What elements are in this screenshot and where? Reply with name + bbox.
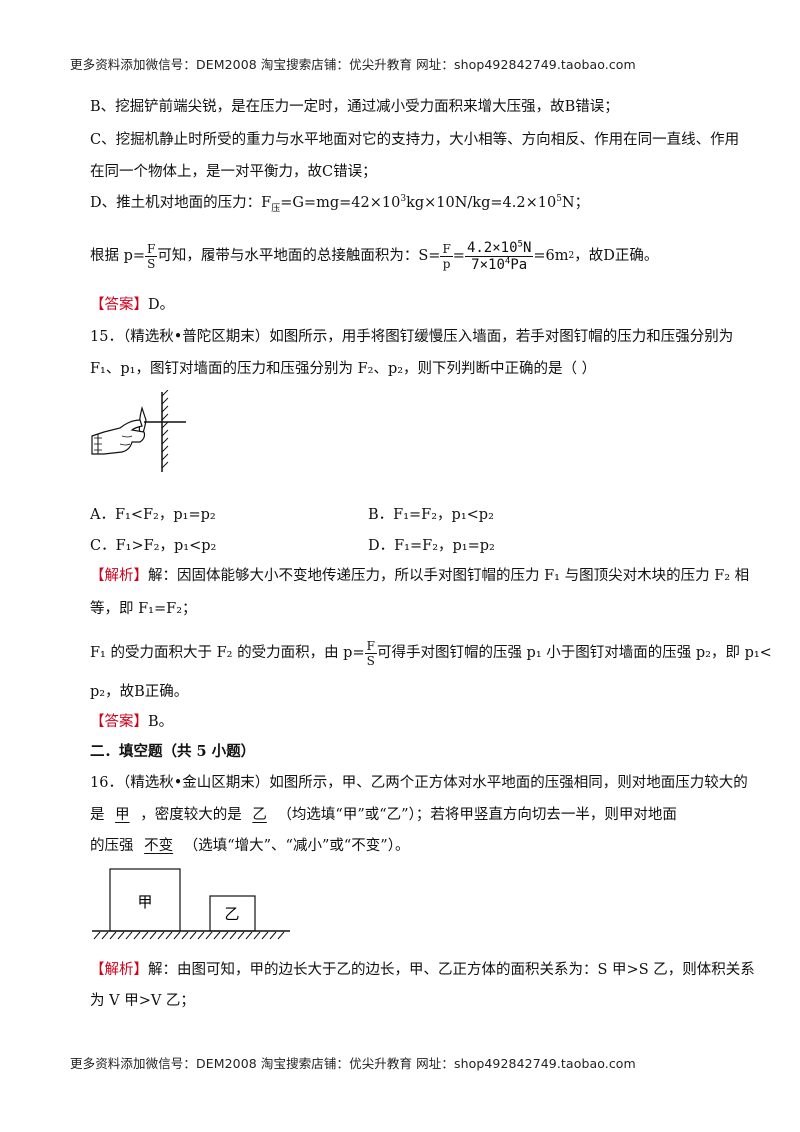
q15-stem-line2: F₁、p₁，图钉对墙面的压力和压强分别为 F₂、p₂，则下列判断中正确的是（ ） (90, 361, 597, 377)
answer-label: 【答案】 (90, 714, 148, 730)
q15-option-d: D．F₁=F₂，p₁=p₂ (368, 538, 495, 554)
q16-analysis-line2: 为 V 甲>V 乙； (90, 993, 195, 1009)
q14-option-c-analysis-line1: C、挖掘机静止时所受的重力与水平地面对它的支持力，大小相等、方向相反、作用在同一… (90, 132, 740, 148)
answer-blank-1: 甲 (115, 807, 130, 823)
analysis-label: 【解析】 (90, 568, 148, 584)
q14-option-b-analysis: B、挖掘铲前端尖锐，是在压力一定时，通过减小受力面积来增大压强，故B错误； (90, 99, 619, 115)
q14-answer: 【答案】D。 (90, 297, 175, 313)
answer-blank-3: 不变 (144, 838, 174, 854)
q15-option-a: A．F₁<F₂，p₁=p₂ (90, 507, 216, 523)
cube-label-yi: 乙 (224, 905, 239, 923)
analysis-label: 【解析】 (90, 962, 148, 978)
answer-label: 【答案】 (90, 297, 148, 313)
q15-analysis-line2: 等，即 F₁=F₂； (90, 601, 197, 617)
page-header: 更多资料添加微信号：DEM2008 淘宝搜索店铺：优尖升教育 网址：shop49… (70, 57, 636, 72)
q16-stem-line2: 是 甲 ，密度较大的是 乙 （均选填“甲”或“乙”）；若将甲竖直方向切去一半，则… (90, 807, 677, 823)
q16-analysis-line1: 【解析】解：由图可知，甲的边长大于乙的边长，甲、乙正方体的面积关系为：S 甲>S… (90, 962, 755, 978)
two-cubes-figure: 甲 乙 (92, 868, 290, 940)
q15-answer: 【答案】B。 (90, 714, 174, 730)
q16-stem-line3: 的压强 不变 （选填“增大”、“减小”或“不变”）。 (90, 838, 410, 854)
q14-option-d-analysis: D、推土机对地面的压力：F压=G=mg=42×103kg×10N/kg=4.2×… (90, 194, 590, 214)
q15-analysis-line4: p₂，故B正确。 (90, 684, 189, 700)
fraction-force-over-pressure: 4.2×105N 7×104Pa (464, 238, 534, 273)
q16-stem-line1: 16．（精选秋•金山区期末）如图所示，甲、乙两个正方体对水平地面的压强相同，则对… (90, 775, 748, 791)
answer-blank-2: 乙 (252, 807, 267, 823)
section-title-fill-in: 二．填空题（共 5 小题） (90, 743, 256, 760)
q15-option-b: B．F₁=F₂，p₁<p₂ (368, 507, 494, 523)
hand-thumbtack-figure (91, 390, 186, 472)
q15-analysis-line1: 【解析】解：因固体能够大小不变地传递压力，所以手对图钉帽的压力 F₁ 与图顶尖对… (90, 568, 750, 584)
q15-stem-line1: 15．（精选秋•普陀区期末）如图所示，用手将图钉缓慢压入墙面，若手对图钉帽的压力… (90, 329, 734, 345)
cube-label-jia: 甲 (137, 893, 152, 911)
q15-option-c: C．F₁>F₂，p₁<p₂ (90, 538, 217, 554)
q14-option-c-analysis-line2: 在同一个物体上，是一对平衡力，故C错误； (90, 164, 377, 180)
page-footer: 更多资料添加微信号：DEM2008 淘宝搜索店铺：优尖升教育 网址：shop49… (70, 1056, 636, 1071)
